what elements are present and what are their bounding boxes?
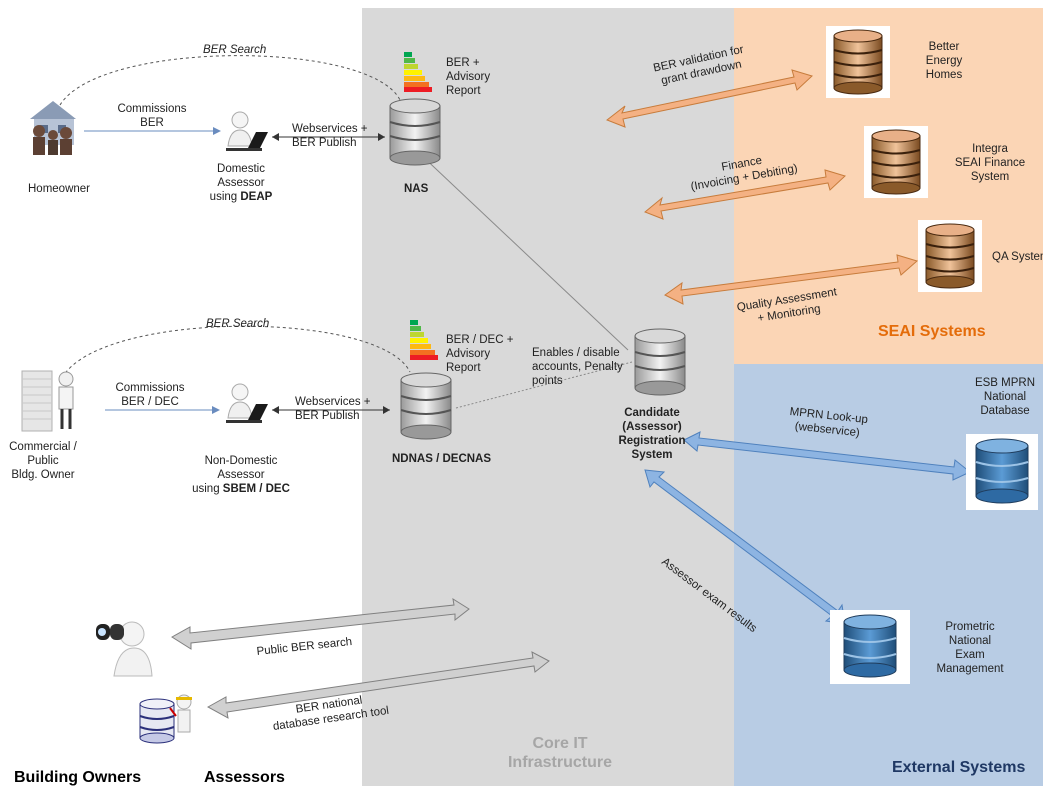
ber-rating-scale-icon: [404, 52, 434, 92]
prometric-database-icon: [830, 610, 910, 689]
commercial-owner-label: Commercial / Public Bldg. Owner: [9, 441, 77, 481]
ber-validation-arrow: [605, 69, 813, 128]
nondomestic-assessor-laptop-icon: [222, 382, 268, 426]
integra-database-icon: [864, 126, 928, 203]
database-research-figure-icon: [136, 690, 198, 746]
ber-research-tool-arrow: [206, 651, 550, 719]
nas-candidate-line: [417, 151, 629, 351]
domestic-assessor-laptop-icon: [222, 110, 268, 154]
ber-search-mid-label: BER Search: [206, 318, 270, 330]
homeowner-house-icon: [22, 95, 84, 157]
ber-search-curve-top: [59, 55, 401, 106]
ndnas-database-icon: [396, 372, 456, 445]
qa-system-label: QA System: [992, 251, 1043, 263]
assessors-title: Assessors: [204, 769, 285, 786]
ber-dec-rating-scale-icon: [410, 320, 440, 360]
external-systems-title: External Systems: [892, 759, 1026, 776]
homeowner-label: Homeowner: [28, 183, 90, 195]
better-energy-homes-database-icon: [826, 26, 890, 103]
building-owners-title: Building Owners: [14, 769, 142, 786]
nondomestic-assessor-label: Non-Domestic Assessor using SBEM / DEC: [192, 455, 290, 495]
webservices-top-label: Webservices +BER Publish: [292, 123, 368, 149]
nas-database-icon: [385, 98, 445, 171]
ndnas-label: NDNAS / DECNAS: [392, 453, 492, 465]
assessor-exam-results-arrow: [644, 469, 846, 625]
commercial-building-icon: [18, 365, 84, 435]
ber-search-curve-mid: [61, 325, 411, 379]
mprn-lookup-arrow: [683, 431, 971, 481]
finance-arrow: [644, 169, 846, 220]
quality-assessment-arrow: [664, 254, 919, 305]
domestic-assessor-label: Domestic Assessor using DEAP: [209, 163, 273, 203]
esb-mprn-database-icon: [966, 434, 1038, 515]
webservices-mid-label: Webservices +BER Publish: [295, 396, 371, 422]
binoculars-figure-icon: [92, 614, 158, 678]
candidate-database-icon: [630, 328, 690, 401]
public-ber-search-arrow: [171, 597, 470, 650]
qa-system-database-icon: [918, 220, 982, 297]
seai-systems-title: SEAI Systems: [878, 323, 986, 340]
ber-search-top-label: BER Search: [203, 44, 267, 56]
nas-label: NAS: [404, 183, 429, 195]
